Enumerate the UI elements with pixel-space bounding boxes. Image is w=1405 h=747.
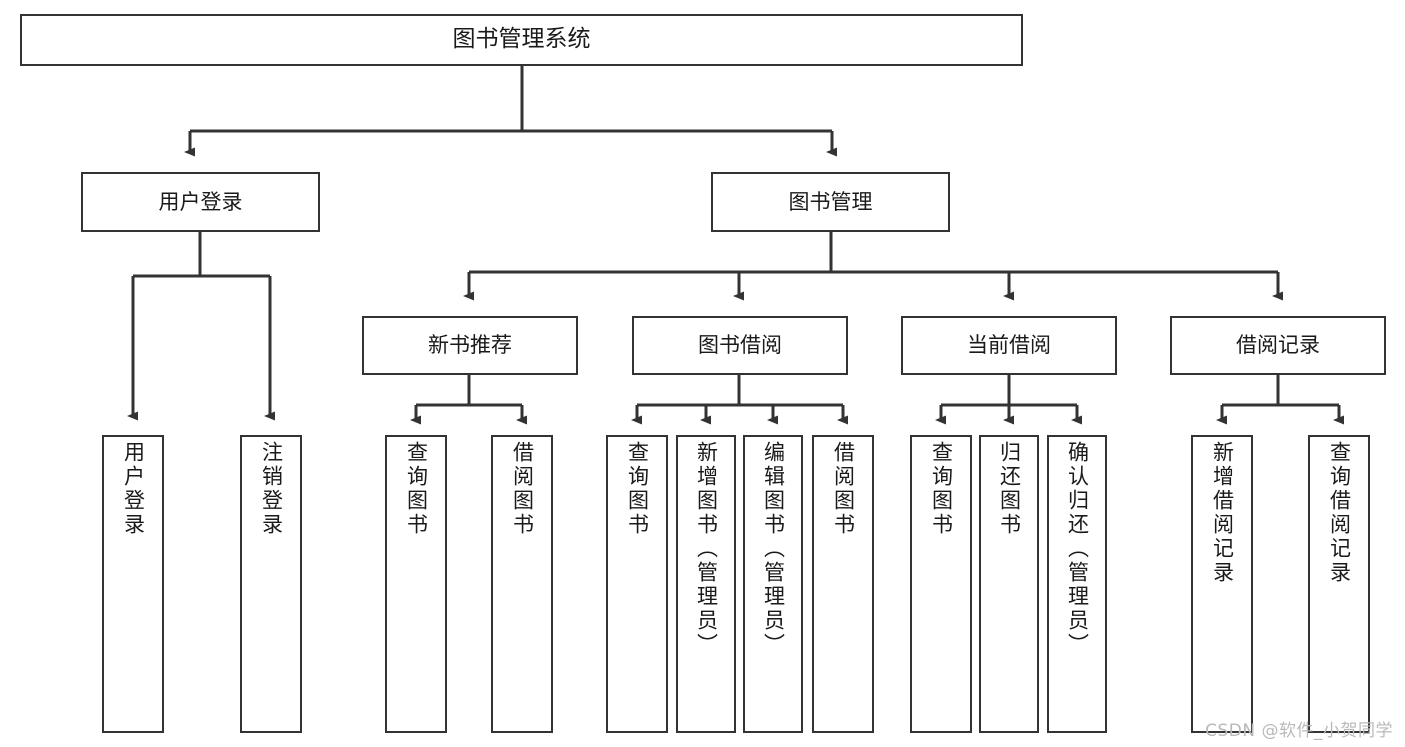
node-label: 用户登录 <box>121 441 146 537</box>
node-leaf-user-login[interactable]: 用户登录 <box>102 435 164 733</box>
node-label: 图书管理 <box>788 189 873 214</box>
node-book-borrowing[interactable]: 图书借阅 <box>632 316 848 375</box>
node-label: 图书管理系统 <box>452 26 591 53</box>
csdn-watermark: CSDN @软件_小贺同学 <box>1205 721 1393 741</box>
node-label: 用户登录 <box>158 189 243 214</box>
node-leaf-current-confirm-return-admin[interactable]: 确认归还（管理员） <box>1047 435 1107 733</box>
node-leaf-record-add-borrow-record[interactable]: 新增借阅记录 <box>1191 435 1253 733</box>
node-root-book-management-system[interactable]: 图书管理系统 <box>20 14 1023 66</box>
node-leaf-current-return-book[interactable]: 归还图书 <box>979 435 1039 733</box>
node-label: 新增图书（管理员） <box>694 441 719 657</box>
node-book-management[interactable]: 图书管理 <box>711 172 950 232</box>
node-label: 图书借阅 <box>698 333 782 358</box>
node-label: 新增借阅记录 <box>1210 441 1235 585</box>
node-label: 借阅图书 <box>831 441 856 537</box>
node-label: 查询图书 <box>929 441 954 537</box>
node-leaf-borrow-edit-book-admin[interactable]: 编辑图书（管理员） <box>743 435 803 733</box>
node-label: 查询借阅记录 <box>1327 441 1352 585</box>
node-new-book-recommendation[interactable]: 新书推荐 <box>362 316 578 375</box>
node-label: 注销登录 <box>259 441 284 537</box>
node-leaf-current-query-book[interactable]: 查询图书 <box>910 435 972 733</box>
node-leaf-record-query-borrow-record[interactable]: 查询借阅记录 <box>1308 435 1370 733</box>
node-leaf-recommend-borrow-book[interactable]: 借阅图书 <box>491 435 553 733</box>
node-label: 编辑图书（管理员） <box>761 441 786 657</box>
node-label: 查询图书 <box>625 441 650 537</box>
node-leaf-recommend-query-book[interactable]: 查询图书 <box>385 435 447 733</box>
node-label: 确认归还（管理员） <box>1065 441 1090 657</box>
node-label: 当前借阅 <box>967 333 1051 358</box>
node-label: 新书推荐 <box>428 333 512 358</box>
node-leaf-borrow-query-book[interactable]: 查询图书 <box>606 435 668 733</box>
node-leaf-user-logout[interactable]: 注销登录 <box>240 435 302 733</box>
node-user-login[interactable]: 用户登录 <box>81 172 320 232</box>
node-label: 归还图书 <box>997 441 1022 537</box>
node-leaf-borrow-borrow-book[interactable]: 借阅图书 <box>812 435 874 733</box>
node-current-borrowing[interactable]: 当前借阅 <box>901 316 1117 375</box>
node-leaf-borrow-add-book-admin[interactable]: 新增图书（管理员） <box>676 435 736 733</box>
node-label: 借阅图书 <box>510 441 535 537</box>
node-borrowing-record[interactable]: 借阅记录 <box>1170 316 1386 375</box>
node-label: 借阅记录 <box>1236 333 1320 358</box>
node-label: 查询图书 <box>404 441 429 537</box>
